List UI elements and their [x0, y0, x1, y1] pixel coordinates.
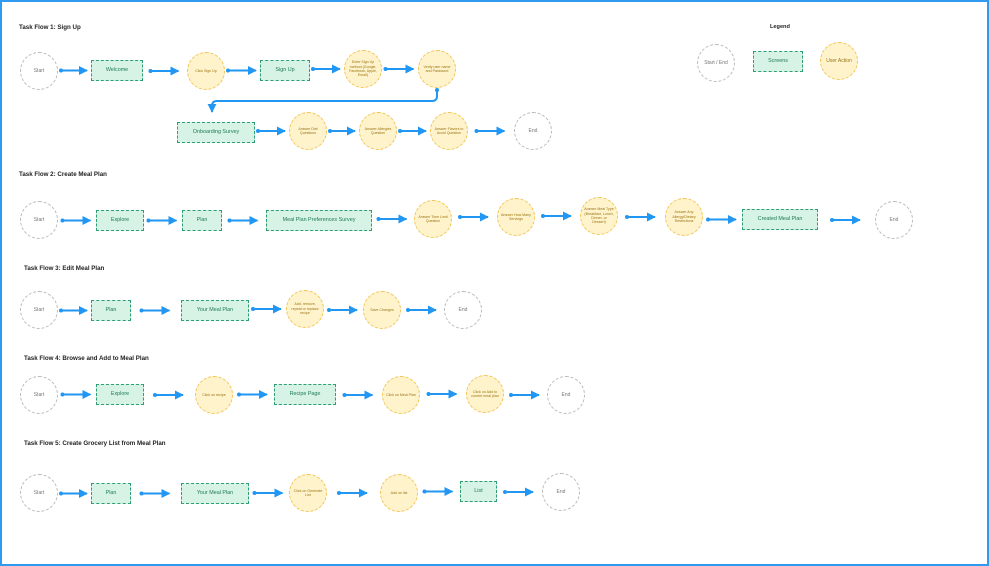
flow-1-terminal-end: End — [514, 112, 552, 150]
flow-2-screen-plan: Plan — [182, 210, 222, 231]
flow-1-screen-welcome: Welcome — [91, 60, 143, 81]
flow-5-action-click-on-generate-list: Click on Generate List — [289, 474, 327, 512]
flow-1-action-answer-diet-questions: Answer Diet Questions — [289, 112, 327, 150]
flow-1-title: Task Flow 1: Sign Up — [19, 24, 81, 31]
flow-2-action-answer-how-many-servings: Answer How Many Servings — [497, 198, 535, 236]
flow-1-action-verify-user-name-and-password: Verify user name and Password — [418, 50, 456, 88]
flow-5-screen-list: List — [460, 481, 497, 502]
flow-1-screen-onboarding-survey: Onboarding Survey — [177, 122, 255, 143]
connector-dot — [625, 215, 629, 219]
flow-3-action-save-changes: Save Changes — [363, 291, 401, 329]
flow-5-screen-your-meal-plan: Your Meal Plan — [181, 483, 249, 504]
flow-4-title: Task Flow 4: Browse and Add to Meal Plan — [24, 355, 149, 362]
flow-3-screen-your-meal-plan: Your Meal Plan — [181, 300, 249, 321]
connector-dot — [435, 88, 439, 92]
flow-3-screen-plan: Plan — [91, 300, 131, 321]
connector-dot — [426, 392, 431, 396]
connector-dot — [59, 491, 63, 496]
connector-dot — [337, 491, 341, 495]
connector-dot — [153, 393, 157, 397]
connector-dot — [328, 129, 332, 133]
connector-dot — [706, 217, 710, 222]
flow-1-terminal-start: Start — [20, 52, 58, 90]
connector-dot — [503, 490, 507, 494]
flow-4-action-click-on-recipe: Click on recipe — [195, 376, 233, 414]
flow-2-action-answer-meal-type-breakfast-lunch-dinner-: Answer Meal Type (Breakfast, Lunch, Dinn… — [580, 197, 618, 235]
flow-2-title: Task Flow 2: Create Meal Plan — [19, 171, 107, 178]
connector-dot — [398, 129, 402, 133]
flow-3-terminal-start: Start — [20, 291, 58, 329]
connector-dot — [406, 308, 410, 312]
flow-1-action-click-sign-up: Click Sign Up — [187, 52, 225, 90]
flow-4-terminal-end: End — [547, 376, 585, 414]
legend-user-action: User Action — [820, 42, 858, 80]
flow-3-title: Task Flow 3: Edit Meal Plan — [24, 265, 105, 272]
connector-dot — [509, 393, 513, 397]
flow-1-wrap-connector — [207, 90, 438, 113]
connector-dot — [139, 491, 144, 496]
connector-dot — [237, 392, 241, 397]
connector-dot — [59, 308, 63, 313]
connector-dot — [327, 308, 331, 312]
connector-dot — [474, 129, 479, 133]
connector-dot — [311, 67, 315, 71]
connector-dot — [146, 218, 151, 223]
connector-dot — [139, 308, 144, 313]
flow-2-screen-meal-plan-preferences-survey: Meal Plan Preferences Survey — [266, 210, 372, 231]
connector-dot — [59, 68, 63, 73]
connector-dot — [458, 215, 462, 219]
flow-5-screen-plan: Plan — [91, 483, 131, 504]
flow-4-terminal-start: Start — [20, 376, 58, 414]
connector-dot — [226, 68, 230, 73]
flow-4-action-click-on-add-to-current-meal-plan: Click on Add to current meal plan — [466, 375, 504, 413]
legend-title: Legend — [770, 24, 790, 30]
connector-dot — [383, 67, 388, 71]
connector-dot — [376, 217, 381, 221]
flow-2-terminal-end: End — [875, 201, 913, 239]
connector-dot — [227, 218, 232, 223]
flow-1-screen-sign-up: Sign Up — [260, 60, 310, 81]
flow-2-screen-created-meal-plan: Created Meal Plan — [742, 209, 818, 230]
flow-1-action-answer-flavors-to-avoid-question: Answer Flavors to Avoid Question — [430, 112, 468, 150]
flow-5-action-add-on-list: Add on list — [380, 474, 418, 512]
connector-dot — [830, 218, 834, 222]
connector-dot — [60, 392, 65, 397]
flow-2-screen-explore: Explore — [96, 210, 144, 231]
connector-dot — [252, 491, 257, 495]
connector-dot — [256, 129, 260, 133]
connector-dot — [541, 214, 545, 218]
flow-3-terminal-end: End — [444, 291, 482, 329]
flow-4-action-click-on-meal-plan: Click on Meal Plan — [382, 376, 420, 414]
connector-dot — [251, 307, 255, 311]
flow-2-action-answer-any-allergy-dietary-restrictions: Answer Any Allergy/Dietary Restrictions — [665, 198, 703, 236]
flow-2-action-answer-time-limit-question: Answer Time Limit Question — [414, 200, 452, 238]
flow-1-action-enter-sign-up-method-google-facebook-app: Enter Sign Up method (Google, Facebook, … — [344, 50, 382, 88]
flow-5-terminal-end: End — [542, 473, 580, 511]
flow-5-title: Task Flow 5: Create Grocery List from Me… — [24, 440, 166, 447]
flow-4-screen-explore: Explore — [96, 384, 144, 405]
flow-5-terminal-start: Start — [20, 474, 58, 512]
connector-dot — [342, 393, 347, 397]
flow-1-action-answer-allergies-question: Answer Allergies Question — [359, 112, 397, 150]
connector-dot — [148, 69, 153, 73]
flow-4-screen-recipe-page: Recipe Page — [274, 384, 336, 405]
connector-dot — [422, 489, 427, 494]
flow-2-terminal-start: Start — [20, 201, 58, 239]
flow-3-action-add-remove-repeat-or-replace-recipe: Add, remove, repeat or replace recipe — [286, 290, 324, 328]
connector-dot — [60, 218, 65, 223]
legend-start-end: Start / End — [697, 44, 735, 82]
legend-screens: Screens — [753, 51, 803, 72]
